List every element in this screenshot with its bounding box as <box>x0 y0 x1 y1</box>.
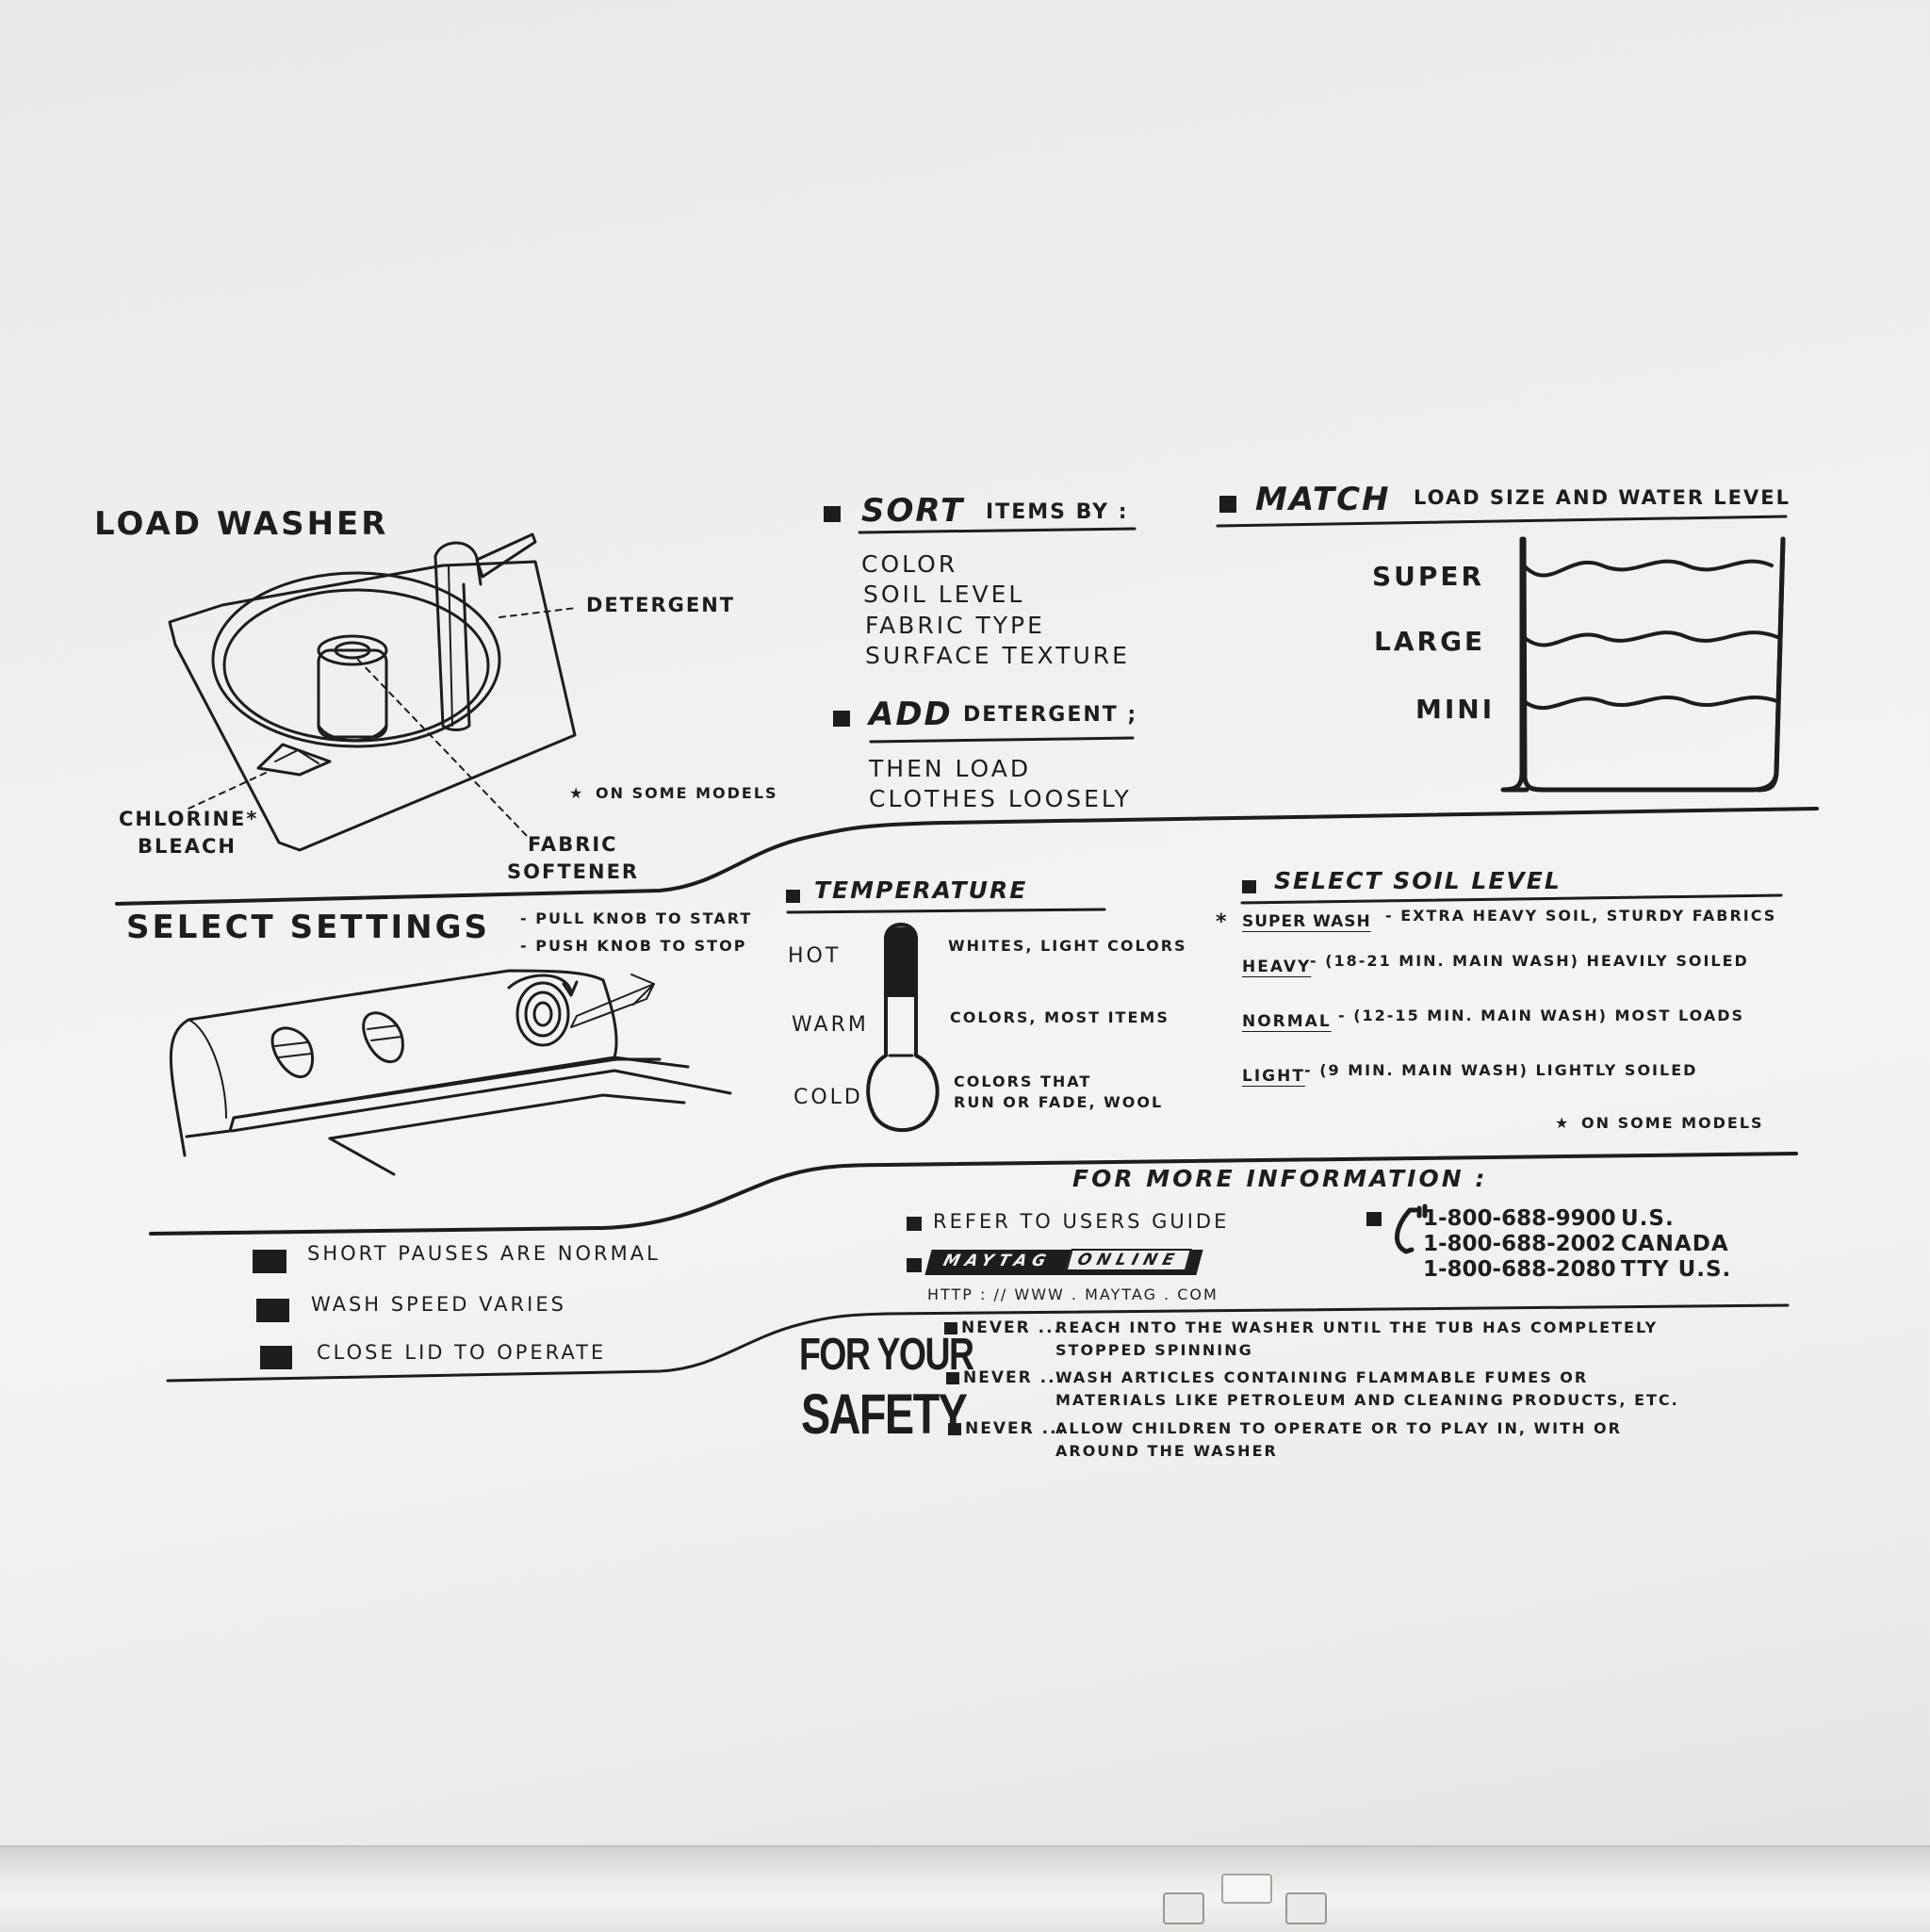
divider-top <box>115 807 1819 906</box>
softener-label: SOFTENER <box>507 860 640 883</box>
sort-item: COLOR <box>861 550 958 578</box>
temp-cold-desc: RUN OR FADE, WOOL <box>954 1093 1164 1111</box>
safety-never: NEVER ... <box>965 1419 1066 1438</box>
soil-heading: SELECT SOIL LEVEL <box>1274 867 1562 894</box>
soil-footnote-star: ★ <box>1555 1114 1571 1132</box>
safety-bullet <box>946 1372 959 1384</box>
phone-number: 1-800-688-2080 <box>1423 1257 1616 1282</box>
temp-hot: HOT <box>788 944 842 968</box>
water-level-tub <box>1500 536 1786 793</box>
online-label: ONLINE <box>1065 1249 1192 1271</box>
safety-bullet <box>944 1322 957 1334</box>
chlorine-label: CHLORINE* <box>119 808 259 830</box>
safety-bullet <box>948 1423 961 1435</box>
safety-text: WASH ARTICLES CONTAINING FLAMMABLE FUMES… <box>1055 1368 1589 1386</box>
bleach-label: BLEACH <box>138 835 237 858</box>
soil-footnote: ON SOME MODELS <box>1581 1114 1764 1132</box>
maytag-online-logo: MAYTAG ONLINE <box>924 1249 1203 1275</box>
safety-title-line2: SAFETY <box>801 1383 968 1446</box>
soil-bullet <box>1242 880 1256 893</box>
push-knob-note: - PUSH KNOB TO STOP <box>520 937 747 955</box>
soil-desc-superwash: - EXTRA HEAVY SOIL, STURDY FABRICS <box>1385 907 1777 925</box>
water-level-super: SUPER <box>1372 561 1485 592</box>
load-footnote-star: ★ <box>569 784 585 802</box>
lid-edge <box>0 1845 1930 1932</box>
detergent-label: DETERGENT <box>586 594 736 616</box>
temp-hot-desc: WHITES, LIGHT COLORS <box>948 937 1187 955</box>
soil-desc-heavy: - (18-21 MIN. MAIN WASH) HEAVILY SOILED <box>1310 952 1749 970</box>
temperature-bullet <box>786 890 800 903</box>
users-guide-text: REFER TO USERS GUIDE <box>933 1210 1230 1233</box>
sort-item: SURFACE TEXTURE <box>865 642 1130 669</box>
sort-item: FABRIC TYPE <box>865 612 1045 639</box>
load-washer-title: LOAD WASHER <box>94 505 389 543</box>
phone-number: 1-800-688-9900 <box>1423 1206 1616 1231</box>
thermometer-icon <box>866 923 940 1132</box>
select-settings-title: SELECT SETTINGS <box>126 909 490 946</box>
phone-icon <box>1395 1203 1428 1254</box>
safety-text: REACH INTO THE WASHER UNTIL THE TUB HAS … <box>1055 1318 1659 1336</box>
temp-warm-desc: COLORS, MOST ITEMS <box>950 1008 1169 1026</box>
temp-warm: WARM <box>792 1013 869 1037</box>
add-line: CLOTHES LOOSELY <box>869 785 1132 812</box>
sort-subheading: ITEMS BY : <box>986 500 1129 524</box>
phone-region: U.S. <box>1621 1206 1675 1231</box>
temp-cold: COLD <box>793 1086 863 1109</box>
safety-text: STOPPED SPINNING <box>1055 1341 1253 1359</box>
divider-middle <box>149 1152 1798 1236</box>
soil-name-superwash: SUPER WASH <box>1242 912 1371 931</box>
sort-bullet <box>824 506 841 522</box>
soil-desc-normal: - (12-15 MIN. MAIN WASH) MOST LOADS <box>1338 1007 1745 1024</box>
match-subheading: LOAD SIZE AND WATER LEVEL <box>1414 486 1791 509</box>
washer-top-illustration <box>168 532 578 852</box>
note-bullet <box>253 1250 286 1273</box>
control-panel-illustration <box>169 969 732 1176</box>
add-line: THEN LOAD <box>869 755 1032 782</box>
safety-never: NEVER ... <box>963 1368 1064 1387</box>
safety-never: NEVER ... <box>961 1318 1062 1337</box>
water-level-large: LARGE <box>1374 626 1486 657</box>
note-bullet <box>256 1299 289 1322</box>
soil-name-light: LIGHT <box>1242 1067 1305 1086</box>
divider-bottom <box>166 1303 1790 1383</box>
water-level-mini: MINI <box>1415 694 1496 725</box>
phone-region: TTY U.S. <box>1621 1257 1732 1282</box>
pull-knob-note: - PULL KNOB TO START <box>520 909 753 927</box>
temperature-heading: TEMPERATURE <box>814 876 1028 904</box>
load-footnote: ON SOME MODELS <box>596 784 778 802</box>
match-bullet <box>1219 496 1236 513</box>
phone-number: 1-800-688-2002 <box>1423 1232 1616 1256</box>
sort-heading: SORT <box>861 492 965 530</box>
note-bullet <box>260 1346 292 1369</box>
sort-item: SOIL LEVEL <box>863 581 1025 608</box>
note-short-pauses: SHORT PAUSES ARE NORMAL <box>307 1242 661 1265</box>
add-heading: ADD <box>869 696 953 733</box>
safety-text: MATERIALS LIKE PETROLEUM AND CLEANING PR… <box>1055 1391 1679 1409</box>
match-heading: MATCH <box>1255 481 1391 518</box>
temp-cold-desc: COLORS THAT <box>954 1072 1092 1090</box>
add-subheading: DETERGENT ; <box>963 703 1138 727</box>
fabric-label: FABRIC <box>528 833 618 856</box>
soil-name-normal: NORMAL <box>1242 1012 1332 1031</box>
note-wash-speed: WASH SPEED VARIES <box>311 1293 566 1316</box>
safety-title-line1: FOR YOUR <box>799 1330 974 1380</box>
soil-name-heavy: HEAVY <box>1242 958 1312 976</box>
safety-text: ALLOW CHILDREN TO OPERATE OR TO PLAY IN,… <box>1055 1419 1622 1437</box>
note-close-lid: CLOSE LID TO OPERATE <box>317 1341 607 1364</box>
maytag-bullet <box>907 1258 922 1272</box>
phone-bullet <box>1366 1212 1382 1226</box>
more-info-heading: FOR MORE INFORMATION : <box>1072 1165 1488 1192</box>
maytag-brand: MAYTAG <box>940 1252 1054 1270</box>
guide-bullet <box>907 1217 922 1231</box>
add-bullet <box>833 711 850 727</box>
phone-region: CANADA <box>1621 1232 1729 1256</box>
lid-hinge <box>1163 1874 1333 1930</box>
safety-text: AROUND THE WASHER <box>1055 1442 1278 1460</box>
maytag-url: HTTP : // WWW . MAYTAG . COM <box>927 1285 1219 1303</box>
soil-desc-light: - (9 MIN. MAIN WASH) LIGHTLY SOILED <box>1304 1061 1698 1079</box>
superwash-star: * <box>1216 910 1229 934</box>
